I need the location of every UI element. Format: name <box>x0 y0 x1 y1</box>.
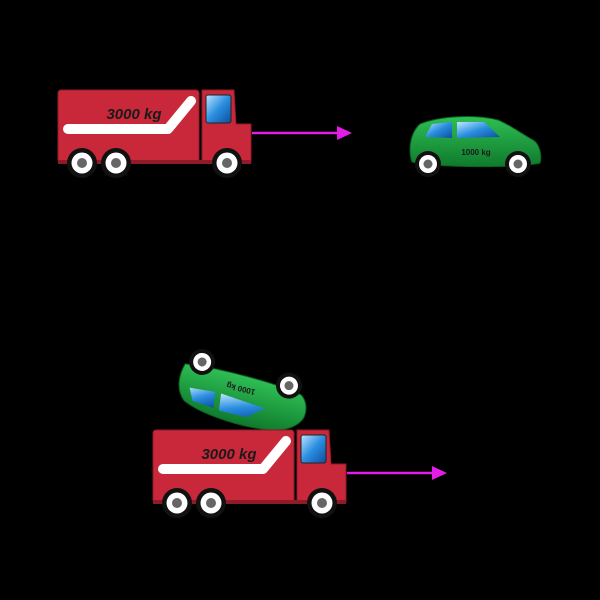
velocity-arrow-bottom <box>347 466 447 480</box>
truck-wheel <box>101 148 131 178</box>
truck-wheel <box>307 488 337 518</box>
car-window-front <box>425 122 452 138</box>
truck-stripe <box>158 436 291 474</box>
truck-top: 3000 kg <box>57 89 252 178</box>
truck-wheel <box>196 488 226 518</box>
truck-window <box>205 94 232 124</box>
velocity-arrow-top <box>252 126 352 140</box>
truck-wheel <box>67 148 97 178</box>
truck-mass-label: 3000 kg <box>106 106 161 123</box>
truck-bottom: 3000 kg <box>152 429 347 518</box>
scene-bottom: 1000 kg 3000 kg <box>152 346 447 518</box>
truck-window <box>300 434 327 464</box>
car-top: 1000 kg <box>409 116 542 177</box>
truck-chassis <box>153 500 346 504</box>
car-wheel <box>415 151 441 177</box>
scene-top: 3000 kg 1000 kg <box>57 89 542 178</box>
car-window-front <box>189 387 216 409</box>
truck-mass-label: 3000 kg <box>201 446 256 463</box>
car-body <box>178 363 307 431</box>
car-mass-label: 1000 kg <box>461 148 490 157</box>
car-bottom-flipped: 1000 kg <box>178 346 307 431</box>
truck-wheel <box>212 148 242 178</box>
car-window-rear <box>457 122 500 138</box>
car-window-rear <box>218 393 265 418</box>
truck-stripe <box>63 96 196 134</box>
truck-chassis <box>58 160 251 164</box>
car-wheel <box>505 151 531 177</box>
truck-wheel <box>162 488 192 518</box>
